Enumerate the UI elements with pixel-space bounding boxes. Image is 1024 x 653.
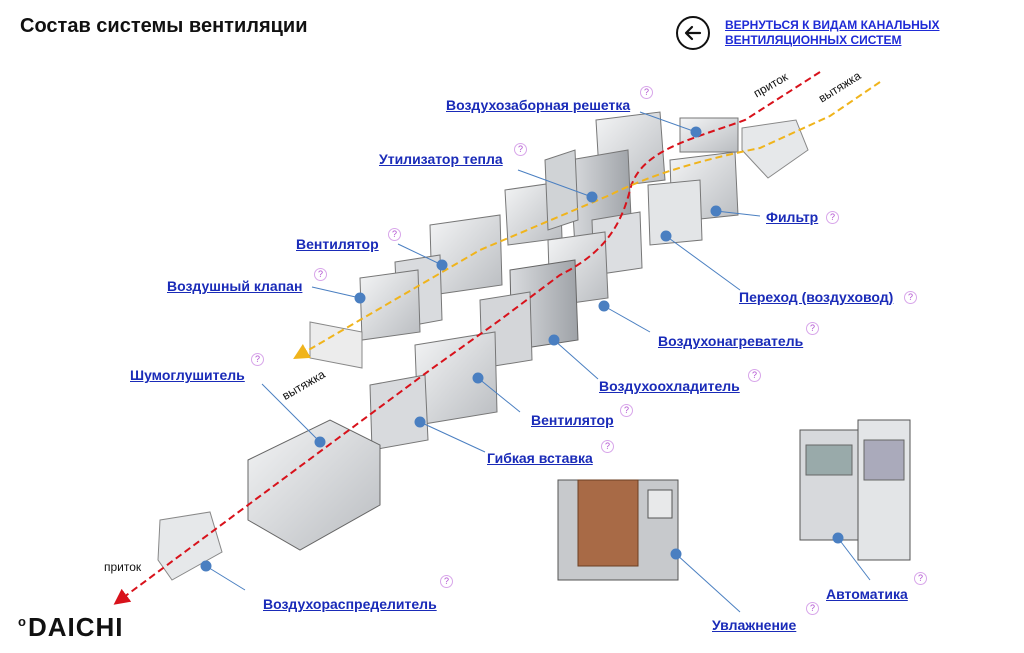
logo-mark: o bbox=[18, 614, 27, 629]
label-transition-duct[interactable]: Переход (воздуховод) bbox=[739, 289, 894, 305]
help-icon[interactable]: ? bbox=[806, 322, 819, 335]
back-link[interactable]: ВЕРНУТЬСЯ К ВИДАМ КАНАЛЬНЫХ ВЕНТИЛЯЦИОНН… bbox=[725, 18, 940, 48]
fan-supply-shape bbox=[414, 331, 498, 426]
label-air-heater[interactable]: Воздухонагреватель bbox=[658, 333, 804, 349]
arrow-left-circle-icon bbox=[684, 25, 702, 41]
label-air-valve[interactable]: Воздушный клапан bbox=[167, 278, 303, 294]
exhaust-flow-line bbox=[293, 81, 881, 360]
help-icon[interactable]: ? bbox=[826, 211, 839, 224]
logo-text: DAICHI bbox=[27, 612, 124, 642]
label-humidification[interactable]: Увлажнение bbox=[712, 617, 797, 633]
intake-grille-shape bbox=[679, 117, 739, 153]
help-icon[interactable]: ? bbox=[620, 404, 633, 417]
label-filter[interactable]: Фильтр bbox=[766, 209, 819, 225]
help-icon[interactable]: ? bbox=[640, 86, 653, 99]
back-link-line-2: ВЕНТИЛЯЦИОННЫХ СИСТЕМ bbox=[725, 33, 902, 47]
help-icon[interactable]: ? bbox=[806, 602, 819, 615]
label-air-cooler[interactable]: Воздухоохладитель bbox=[599, 378, 740, 394]
label-silencer[interactable]: Шумоглушитель bbox=[130, 367, 245, 383]
label-fan-supply[interactable]: Вентилятор bbox=[531, 412, 614, 428]
help-icon[interactable]: ? bbox=[601, 440, 614, 453]
lower-unit-chain bbox=[157, 231, 609, 581]
air-valve-shape bbox=[359, 269, 421, 341]
label-flexible-insert[interactable]: Гибкая вставка bbox=[487, 450, 593, 466]
label-fan-exhaust[interactable]: Вентилятор bbox=[296, 236, 379, 252]
daichi-logo: oDAICHI bbox=[18, 612, 124, 643]
unit-shape bbox=[544, 149, 579, 231]
pointer-leaders bbox=[200, 111, 871, 613]
silencer-shape bbox=[247, 419, 381, 551]
supply-flow-line bbox=[113, 71, 821, 605]
help-icon[interactable]: ? bbox=[904, 291, 917, 304]
help-icon[interactable]: ? bbox=[514, 143, 527, 156]
diffuser-bottom-shape bbox=[157, 511, 223, 581]
label-heat-recovery[interactable]: Утилизатор тепла bbox=[379, 151, 503, 167]
help-icon[interactable]: ? bbox=[748, 369, 761, 382]
upper-unit-chain bbox=[309, 111, 809, 369]
label-air-intake-grille[interactable]: Воздухозаборная решетка bbox=[446, 97, 631, 113]
automation-cabinet-shape bbox=[799, 419, 911, 561]
help-icon[interactable]: ? bbox=[314, 268, 327, 281]
back-link-line-1: ВЕРНУТЬСЯ К ВИДАМ КАНАЛЬНЫХ bbox=[725, 18, 940, 32]
flow-label-supply-bottom: приток bbox=[104, 560, 142, 574]
help-icon[interactable]: ? bbox=[251, 353, 264, 366]
unit-shape bbox=[647, 179, 703, 246]
airflow-lines bbox=[113, 71, 881, 605]
help-icon[interactable]: ? bbox=[440, 575, 453, 588]
help-icon[interactable]: ? bbox=[388, 228, 401, 241]
help-icon[interactable]: ? bbox=[914, 572, 927, 585]
humidifier-shape bbox=[557, 479, 679, 581]
exhaust-grille-shape bbox=[309, 321, 363, 369]
label-automation[interactable]: Автоматика bbox=[826, 586, 908, 602]
back-button[interactable] bbox=[676, 16, 710, 50]
page-title: Состав системы вентиляции bbox=[20, 15, 308, 37]
flexible-insert-shape bbox=[369, 374, 429, 451]
label-air-distributor[interactable]: Воздухораспределитель bbox=[263, 596, 437, 612]
